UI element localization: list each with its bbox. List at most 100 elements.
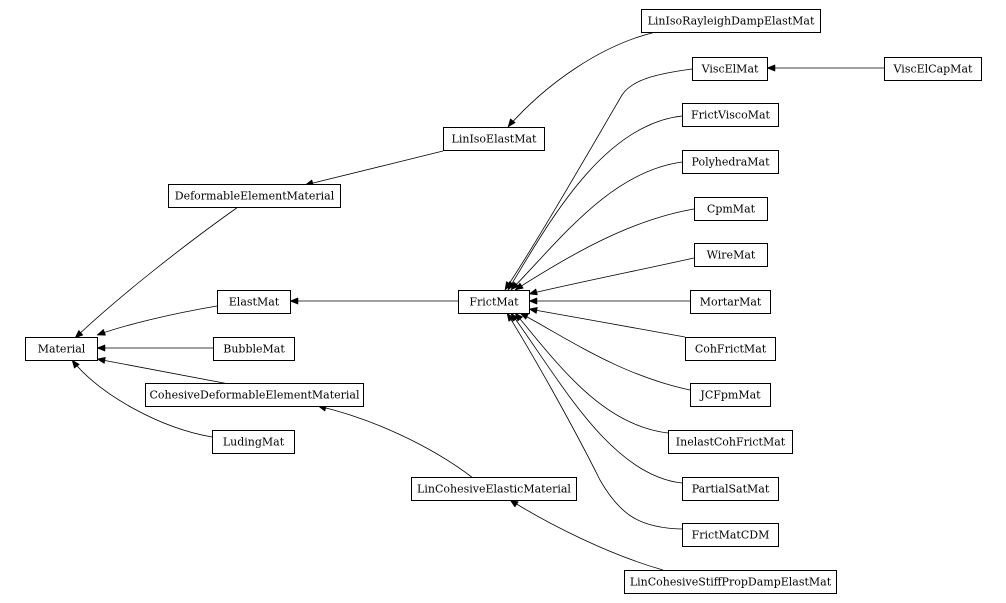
node-label: DeformableElementMaterial [175, 190, 335, 203]
node-partial-sat-mat[interactable]: PartialSatMat [682, 477, 779, 501]
edge-lin-iso-rayleigh-damp-elast-mat-to-lin-iso-elast-mat [507, 31, 657, 128]
arrowhead [510, 281, 520, 291]
arrowhead [507, 281, 516, 291]
node-label: CpmMat [707, 203, 756, 216]
node-box [692, 57, 768, 81]
node-visc-el-mat[interactable]: ViscElMat [692, 57, 768, 81]
edge-elast-mat-to-material [96, 305, 218, 336]
node-frict-mat-cdm[interactable]: FrictMatCDM [682, 523, 779, 547]
node-box [694, 243, 768, 267]
node-box [212, 430, 295, 454]
node-coh-frict-mat[interactable]: CohFrictMat [685, 337, 776, 361]
arrowhead [96, 344, 106, 352]
edge-mortar-mat-to-frict-mat [528, 297, 690, 305]
arrowhead [509, 499, 519, 508]
node-label: LinCohesiveStiffPropDampElastMat [630, 576, 832, 589]
node-visc-el-cap-mat[interactable]: ViscElCapMat [884, 57, 982, 81]
node-material[interactable]: Material [25, 337, 98, 361]
edge-line [71, 359, 213, 438]
edge-line [504, 68, 693, 291]
arrowhead [528, 297, 538, 305]
node-cpm-mat[interactable]: CpmMat [694, 197, 768, 221]
node-box [682, 103, 779, 127]
node-box [458, 290, 530, 314]
node-label: FrictViscoMat [691, 109, 771, 122]
edge-lin-iso-elast-mat-to-deformable-element-material [304, 150, 444, 187]
node-box [213, 337, 295, 361]
edge-cpm-mat-to-frict-mat [514, 208, 695, 291]
node-label: ViscElMat [701, 63, 759, 76]
node-elast-mat[interactable]: ElastMat [217, 290, 291, 314]
arrowhead [289, 297, 299, 305]
node-lin-iso-rayleigh-damp-elast-mat[interactable]: LinIsoRayleighDampElastMat [641, 9, 821, 33]
edge-line [510, 312, 683, 484]
node-frict-visco-mat[interactable]: FrictViscoMat [682, 103, 779, 127]
node-luding-mat[interactable]: LudingMat [212, 430, 295, 454]
edge-line [507, 115, 683, 291]
edge-wire-mat-to-frict-mat [528, 257, 695, 296]
node-cohesive-deformable-element-material[interactable]: CohesiveDeformableElementMaterial [145, 383, 364, 407]
arrowhead [71, 359, 80, 369]
arrowhead [96, 328, 106, 336]
node-bubble-mat[interactable]: BubbleMat [213, 337, 295, 361]
edge-frict-visco-mat-to-frict-mat [507, 115, 683, 291]
node-box [682, 523, 779, 547]
node-box [685, 337, 776, 361]
node-mortar-mat[interactable]: MortarMat [690, 290, 771, 314]
node-box [145, 383, 364, 407]
edge-line [74, 206, 239, 339]
node-box [682, 150, 779, 174]
node-label: BubbleMat [223, 343, 285, 356]
node-box [694, 197, 768, 221]
arrowhead [507, 118, 516, 128]
node-label: CohesiveDeformableElementMaterial [150, 389, 360, 402]
edge-polyhedra-mat-to-frict-mat [510, 161, 683, 291]
edge-line [528, 257, 695, 295]
edge-visc-el-mat-to-frict-mat [504, 68, 693, 291]
node-wire-mat[interactable]: WireMat [694, 243, 768, 267]
node-box [690, 383, 771, 407]
edges-layer [71, 31, 884, 571]
edge-line [507, 31, 657, 128]
node-frict-mat[interactable]: FrictMat [458, 290, 530, 314]
arrowhead [74, 329, 84, 339]
node-box [884, 57, 982, 81]
node-box [25, 337, 98, 361]
edge-inelast-coh-frict-mat-to-frict-mat [514, 312, 669, 434]
edge-lin-cohesive-elastic-material-to-cohesive-deformable-element-material [317, 404, 474, 479]
edge-lin-cohesive-stiff-prop-damp-elast-mat-to-lin-cohesive-elastic-material [509, 499, 664, 571]
node-lin-cohesive-elastic-material[interactable]: LinCohesiveElasticMaterial [411, 477, 577, 501]
node-label: ElastMat [229, 296, 280, 309]
node-box [217, 290, 291, 314]
node-label: LinCohesiveElasticMaterial [417, 483, 571, 496]
edge-line [506, 312, 683, 530]
node-label: LinIsoRayleighDampElastMat [648, 15, 815, 28]
node-jcfpm-mat[interactable]: JCFpmMat [690, 383, 771, 407]
edge-visc-el-cap-mat-to-visc-el-mat [766, 64, 884, 72]
node-box [624, 570, 837, 594]
node-label: ViscElCapMat [893, 63, 973, 76]
node-inelast-coh-frict-mat[interactable]: InelastCohFrictMat [668, 430, 793, 454]
node-label: InelastCohFrictMat [676, 436, 786, 449]
node-deformable-element-material[interactable]: DeformableElementMaterial [168, 184, 341, 208]
edge-line [514, 312, 669, 434]
node-label: LinIsoElastMat [452, 133, 538, 146]
node-lin-cohesive-stiff-prop-damp-elast-mat[interactable]: LinCohesiveStiffPropDampElastMat [624, 570, 837, 594]
arrowhead [528, 288, 538, 296]
node-lin-iso-elast-mat[interactable]: LinIsoElastMat [443, 127, 545, 151]
node-box [168, 184, 341, 208]
edge-coh-frict-mat-to-frict-mat [528, 306, 686, 338]
node-polyhedra-mat[interactable]: PolyhedraMat [682, 150, 779, 174]
arrowhead [506, 312, 515, 322]
node-label: CohFrictMat [695, 343, 767, 356]
node-box [682, 477, 779, 501]
node-box [641, 9, 821, 33]
node-box [690, 290, 771, 314]
edge-luding-mat-to-material [71, 359, 213, 438]
node-label: FrictMatCDM [692, 529, 770, 542]
arrowhead [514, 282, 524, 291]
nodes-layer: Material DeformableElementMaterialElastMa… [25, 9, 982, 594]
node-label: LudingMat [223, 436, 285, 449]
edge-frict-mat-to-elast-mat [289, 297, 458, 305]
